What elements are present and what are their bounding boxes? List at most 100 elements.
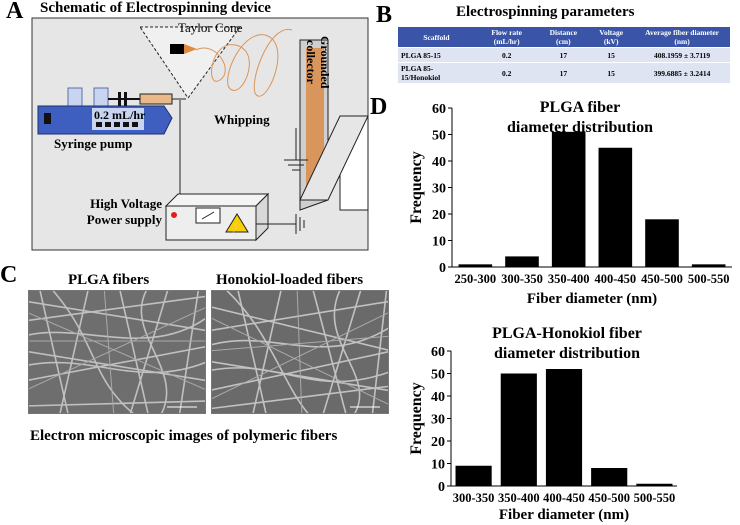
y-tick-label: 10 <box>432 235 446 250</box>
panel-b-letter: B <box>376 2 393 28</box>
y-tick-label: 0 <box>439 261 446 276</box>
x-axis-label: Fiber diameter (nm) <box>527 291 657 307</box>
table-header-cell: Scaffold <box>398 27 475 48</box>
pump-switch <box>44 113 51 124</box>
y-tick-label: 60 <box>432 102 446 117</box>
panel-c-letter: C <box>0 262 18 288</box>
y-tick-label: 50 <box>431 368 445 383</box>
x-tick-label: 300-350 <box>501 272 543 286</box>
panel-d-letter: D <box>370 94 388 120</box>
panel-b-title: Electrospinning parameters <box>456 4 635 20</box>
bar <box>458 264 493 267</box>
panel-a-title: Schematic of Electrospinning device <box>40 0 271 16</box>
table-row: PLGA 85-15/Honokiol 0.2 17 15 399.6885 ±… <box>398 62 730 83</box>
bar <box>545 369 583 486</box>
x-tick-label: 400-450 <box>594 272 636 286</box>
y-tick-label: 0 <box>438 480 445 495</box>
honokiol-fibers-image <box>212 291 388 413</box>
warning-icon: ⚡ <box>230 220 244 233</box>
y-tick-label: 50 <box>432 129 446 144</box>
syringe-barrel <box>139 93 173 105</box>
table-cell: 0.2 <box>474 47 539 63</box>
y-tick-label: 30 <box>432 182 446 197</box>
bar <box>551 131 586 267</box>
cone-tip <box>184 44 197 54</box>
bar <box>505 256 539 267</box>
panel-a-letter: A <box>6 0 24 24</box>
sem-image-plga <box>28 290 206 414</box>
x-tick-label: 350-400 <box>548 272 590 286</box>
sem-caption: Electron microscopic images of polymeric… <box>30 428 338 444</box>
bar <box>691 264 726 267</box>
table-cell: 15 <box>588 47 635 63</box>
y-tick-label: 60 <box>431 345 445 360</box>
honokiol-histogram: PLGA-Honokiol fiber diameter distribution… <box>408 325 677 523</box>
sem-right-label: Honokiol-loaded fibers <box>216 272 364 288</box>
bar <box>500 373 537 486</box>
table-cell: 17 <box>538 62 589 83</box>
chart-title: diameter distribution <box>507 119 653 136</box>
table-cell: 408.1959 ± 3.7119 <box>634 47 730 63</box>
sem-image-honokiol <box>211 290 389 414</box>
table-header-cell: Voltage (kV) <box>588 27 635 48</box>
chart-title: PLGA-Honokiol fiber <box>492 325 642 342</box>
y-axis-label: Frequency <box>408 382 425 455</box>
y-tick-label: 20 <box>432 208 446 223</box>
collector-label-line2: collector <box>304 40 318 84</box>
bar <box>598 147 633 267</box>
plga-fibers-image <box>29 291 205 413</box>
bar <box>636 483 673 486</box>
syringe-bottle-2 <box>93 87 109 107</box>
syringe-pump-label: Syringe pump <box>54 136 133 151</box>
parameters-table: Scaffold Flow rate (mL/hr) Distance (cm)… <box>398 27 730 83</box>
x-tick-label: 400-450 <box>543 491 585 505</box>
table-cell: PLGA 85-15 <box>398 47 475 63</box>
warning-triangle <box>225 213 249 233</box>
power-supply-top <box>164 193 270 207</box>
y-tick-label: 20 <box>431 435 445 450</box>
bar <box>455 465 492 486</box>
y-tick-label: 40 <box>432 155 446 170</box>
sem-left-label: PLGA fibers <box>68 272 150 288</box>
table-header-cell: Average fiber diameter (nm) <box>634 27 730 48</box>
flow-rate-label: 0.2 mL/hr <box>94 108 146 122</box>
collector-label-line1: Grounded <box>318 36 332 89</box>
table-header-row: Scaffold Flow rate (mL/hr) Distance (cm)… <box>398 27 730 48</box>
table-cell: 17 <box>538 47 589 63</box>
taylor-cone-triangle <box>139 26 241 99</box>
taylor-cone-label: Taylor Cone <box>178 20 243 35</box>
syringe-bottle-1 <box>67 87 83 107</box>
table-cell: 0.2 <box>474 62 539 83</box>
bar <box>591 468 628 486</box>
table-cell: PLGA 85-15/Honokiol <box>398 62 475 83</box>
chart-title: diameter distribution <box>494 345 640 362</box>
table-cell: 15 <box>588 62 635 83</box>
table-header-cell: Distance (cm) <box>538 27 589 48</box>
table-row: PLGA 85-15 0.2 17 15 408.1959 ± 3.7119 <box>398 47 730 63</box>
y-tick-label: 40 <box>431 390 445 405</box>
x-axis-label: Fiber diameter (nm) <box>499 507 629 523</box>
plga-histogram: PLGA fiber diameter distributionFrequency… <box>408 99 732 307</box>
x-tick-label: 350-400 <box>498 491 540 505</box>
power-indicator-light <box>171 212 177 218</box>
x-tick-label: 250-300 <box>454 272 496 286</box>
power-label-line1: High Voltage <box>90 196 162 211</box>
table-header-cell: Flow rate (mL/hr) <box>474 27 539 48</box>
x-tick-label: 450-500 <box>588 491 630 505</box>
schematic-diagram: ⚡ <box>31 17 369 251</box>
chart-title: PLGA fiber <box>540 99 620 116</box>
y-tick-label: 10 <box>431 458 445 473</box>
x-tick-label: 500-550 <box>688 272 730 286</box>
table-cell: 399.6885 ± 3.2414 <box>634 62 730 83</box>
x-tick-label: 500-550 <box>634 491 676 505</box>
power-label-line2: Power supply <box>86 212 162 227</box>
x-tick-label: 300-350 <box>453 491 495 505</box>
y-axis-label: Frequency <box>408 151 425 224</box>
whipping-label: Whipping <box>214 112 270 127</box>
cone-needle-block <box>170 44 184 54</box>
whipping-spiral <box>195 29 293 97</box>
bar <box>645 219 679 267</box>
x-tick-label: 450-500 <box>641 272 683 286</box>
y-tick-label: 30 <box>431 413 445 428</box>
